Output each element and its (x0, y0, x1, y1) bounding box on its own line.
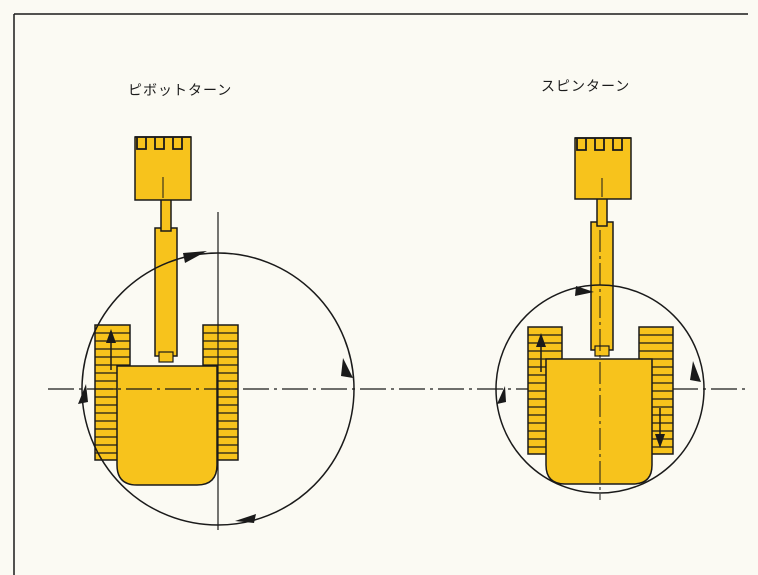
spin-arrow-left-icon (497, 386, 506, 404)
pivot-boom (154, 227, 178, 357)
spin-bucket-teeth (575, 137, 631, 151)
pivot-turn-diagram (78, 136, 355, 530)
spin-turn-diagram (495, 137, 705, 500)
pivot-bucket-teeth (135, 136, 191, 150)
pivot-boom-foot (158, 351, 174, 363)
pivot-arrow-top-icon (183, 251, 207, 263)
pivot-arrow-bottom-icon (235, 514, 256, 523)
pivot-arrow-right-icon (341, 358, 353, 378)
pivot-track-arrow-icon (106, 329, 116, 370)
spin-turn-label: スピンターン (541, 79, 631, 95)
spin-upper-body (545, 358, 653, 485)
pivot-turn-label: ピボットターン (128, 83, 233, 99)
pivot-arrow-left-icon (78, 384, 88, 404)
spin-left-track-arrow-icon (536, 333, 546, 372)
spin-arrow-top-icon (575, 286, 594, 296)
spin-boom-foot (594, 345, 610, 357)
spin-arrow-right-icon (690, 361, 701, 382)
diagram-frame (13, 13, 748, 575)
spin-right-track-arrow-icon (655, 408, 665, 448)
pivot-upper-body (116, 365, 218, 486)
